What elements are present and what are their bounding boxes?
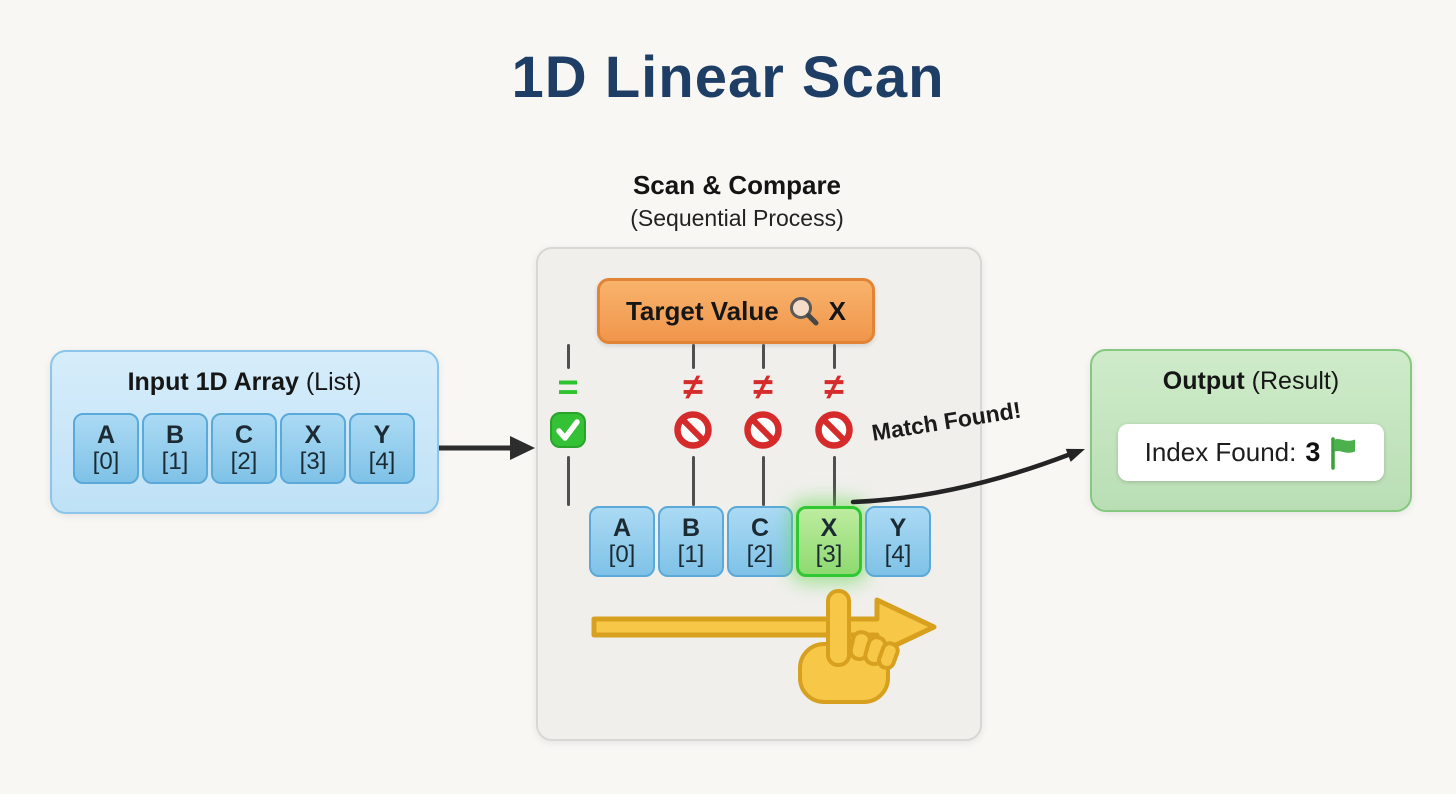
connector-line xyxy=(691,344,695,369)
comparison-column-2: ≠ xyxy=(804,344,864,507)
page-title: 1D Linear Scan xyxy=(511,45,945,110)
cell-letter: Y xyxy=(889,513,907,542)
equal-symbol: = xyxy=(557,366,579,407)
input-panel-note: (List) xyxy=(305,368,362,396)
cell-index: [4] xyxy=(884,541,912,569)
scan-compare-panel: Target Value X ≠ ≠ xyxy=(536,247,982,741)
input-panel-title: Input 1D Array xyxy=(127,368,299,396)
cell-letter: X xyxy=(820,513,838,542)
connector-line xyxy=(761,456,765,506)
comparison-column-3: = xyxy=(538,344,598,507)
cell-index: [2] xyxy=(230,448,258,476)
target-value-text: X xyxy=(828,295,847,326)
cell-letter: A xyxy=(96,420,116,449)
connector-line xyxy=(832,456,836,506)
cell-letter: A xyxy=(612,513,632,542)
cell-letter: X xyxy=(304,420,322,449)
connector-line xyxy=(691,456,695,506)
cell-index: [4] xyxy=(368,448,396,476)
not-equal-symbol: ≠ xyxy=(683,366,703,407)
array-cell: Y [4] xyxy=(865,506,931,577)
output-panel-title: Output xyxy=(1162,367,1245,395)
not-equal-symbol: ≠ xyxy=(824,366,844,407)
scan-heading-title: Scan & Compare xyxy=(632,170,842,200)
no-entry-icon xyxy=(674,411,712,449)
array-cell: Y [4] xyxy=(349,413,415,484)
connector-line xyxy=(566,344,570,369)
array-cell: C [2] xyxy=(727,506,793,577)
output-panel-header: Output (Result) xyxy=(1092,367,1410,396)
result-label: Index Found: xyxy=(1144,437,1297,467)
cell-index: [1] xyxy=(677,541,705,569)
scan-cell-row: A [0] B [1] C [2] X [3] Y [4] xyxy=(589,506,931,577)
array-cell: C [2] xyxy=(211,413,277,484)
connector-line xyxy=(566,456,570,506)
cell-index: [0] xyxy=(608,541,636,569)
input-array-panel: Input 1D Array (List) A [0] B [1] C [2] … xyxy=(50,350,439,514)
cell-index: [0] xyxy=(92,448,120,476)
scan-heading: Scan & Compare (Sequential Process) xyxy=(517,170,957,232)
comparison-column-0: ≠ xyxy=(663,344,723,507)
output-panel: Output (Result) Index Found: 3 xyxy=(1090,349,1412,512)
array-cell: A [0] xyxy=(589,506,655,577)
target-value-label: Target Value xyxy=(625,295,779,326)
result-value: 3 xyxy=(1305,437,1321,467)
array-cell: X [3] xyxy=(280,413,346,484)
cell-index: [3] xyxy=(299,448,327,476)
array-cell: B [1] xyxy=(142,413,208,484)
cell-letter: C xyxy=(234,420,254,449)
input-cell-row: A [0] B [1] C [2] X [3] Y [4] xyxy=(73,413,415,484)
connector-line xyxy=(761,344,765,369)
array-cell: B [1] xyxy=(658,506,724,577)
pointing-hand-icon xyxy=(798,589,900,704)
no-entry-icon xyxy=(815,411,853,449)
cell-letter: B xyxy=(681,513,701,542)
cell-letter: C xyxy=(750,513,770,542)
scan-direction-arrow-icon xyxy=(591,589,937,704)
connector-line xyxy=(832,344,836,369)
comparison-column-1: ≠ xyxy=(733,344,793,507)
search-icon xyxy=(789,297,819,326)
result-box: Index Found: 3 xyxy=(1118,424,1384,481)
cell-letter: Y xyxy=(373,420,391,449)
match-to-output-arrow-icon xyxy=(850,448,1085,505)
cell-index: [2] xyxy=(746,541,774,569)
output-panel-note: (Result) xyxy=(1251,367,1340,395)
cell-letter: B xyxy=(165,420,185,449)
no-entry-icon xyxy=(744,411,782,449)
target-value-box: Target Value X xyxy=(597,278,875,344)
green-flag-icon xyxy=(1331,436,1356,470)
cell-index: [3] xyxy=(815,541,843,569)
not-equal-symbol: ≠ xyxy=(753,366,773,407)
check-icon xyxy=(550,412,586,448)
array-cell-matched: X [3] xyxy=(796,506,862,577)
input-panel-header: Input 1D Array (List) xyxy=(52,368,437,397)
array-cell: A [0] xyxy=(73,413,139,484)
scan-heading-subtitle: (Sequential Process) xyxy=(630,205,844,231)
cell-index: [1] xyxy=(161,448,189,476)
input-to-scan-arrow-icon xyxy=(439,436,535,460)
